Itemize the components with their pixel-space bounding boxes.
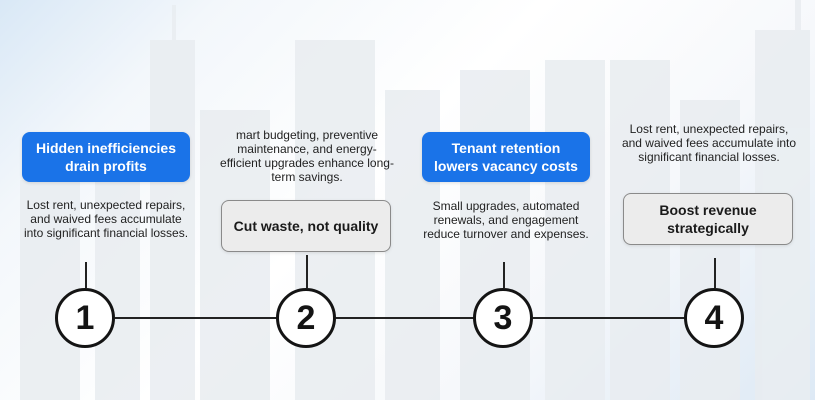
- connector-3-4: [533, 317, 685, 319]
- step-2-title: Cut waste, not quality: [221, 200, 391, 252]
- step-4-title: Boost revenue strategically: [623, 193, 793, 245]
- connector-2-3: [336, 317, 475, 319]
- connector-1-2: [115, 317, 278, 319]
- step-3-description: Small upgrades, automated renewals, and …: [423, 199, 589, 241]
- connector-step-2: [306, 255, 308, 288]
- connector-step-1: [85, 262, 87, 288]
- step-2-number: 2: [276, 288, 336, 348]
- connector-step-3: [503, 262, 505, 288]
- step-3-number: 3: [473, 288, 533, 348]
- connector-step-4: [714, 258, 716, 288]
- step-4-description: Lost rent, unexpected repairs, and waive…: [621, 122, 797, 164]
- step-3-title: Tenant retention lowers vacancy costs: [422, 132, 590, 182]
- step-1-description: Lost rent, unexpected repairs, and waive…: [23, 198, 189, 240]
- step-2-description: mart budgeting, preventive maintenance, …: [220, 128, 394, 184]
- step-1-number: 1: [55, 288, 115, 348]
- step-4-number: 4: [684, 288, 744, 348]
- step-1-title: Hidden inefficiencies drain profits: [22, 132, 190, 182]
